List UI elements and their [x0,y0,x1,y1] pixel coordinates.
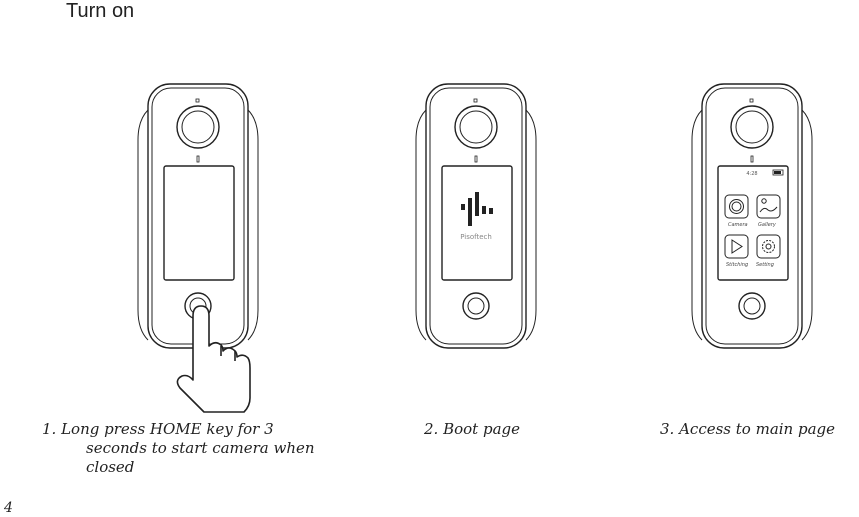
page-number: 4 [4,500,13,516]
step-1-line-3: closed [86,458,135,476]
step-1-line-1: Long press HOME key for 3 [61,420,274,438]
play-app-icon[interactable] [724,234,749,259]
camera-lens-icon [176,105,220,149]
page-title: Turn on [66,0,135,22]
device-2 [415,83,537,349]
app-label-stitching: Stitching [726,262,748,268]
step-2-number: 2. [424,420,439,438]
device-3 [691,83,813,349]
boot-brand-text: Pisoftech [460,233,492,241]
app-label-gallery: Gallery [758,222,777,228]
home-button-icon[interactable] [462,292,490,320]
device-2-screen [441,165,513,281]
app-label-camera: Camera [728,222,748,228]
step-1-number: 1. [42,420,57,438]
gear-app-icon[interactable] [756,234,781,259]
step-3-number: 3. [660,420,675,438]
camera-lens-icon [730,105,774,149]
status-time: 4:28 [746,171,757,177]
hand-pointer-icon [176,305,251,413]
step-3-text: Access to main page [679,420,836,438]
brand-logo-icon [461,192,493,226]
home-button-icon[interactable] [738,292,766,320]
step-1-line-2: seconds to start camera when [86,439,315,457]
device-1 [137,83,259,349]
gallery-app-icon[interactable] [756,194,781,219]
battery-icon [772,169,784,176]
camera-app-icon[interactable] [724,194,749,219]
step-2-text: Boot page [443,420,520,438]
camera-lens-icon [454,105,498,149]
device-1-screen [163,165,235,281]
step-1-caption: 1. Long press HOME key for 3 seconds to … [42,420,362,477]
step-3-caption: 3. Access to main page [660,420,835,439]
step-2-caption: 2. Boot page [424,420,520,439]
device-3-screen [717,165,789,281]
app-label-setting: Setting [756,262,774,268]
